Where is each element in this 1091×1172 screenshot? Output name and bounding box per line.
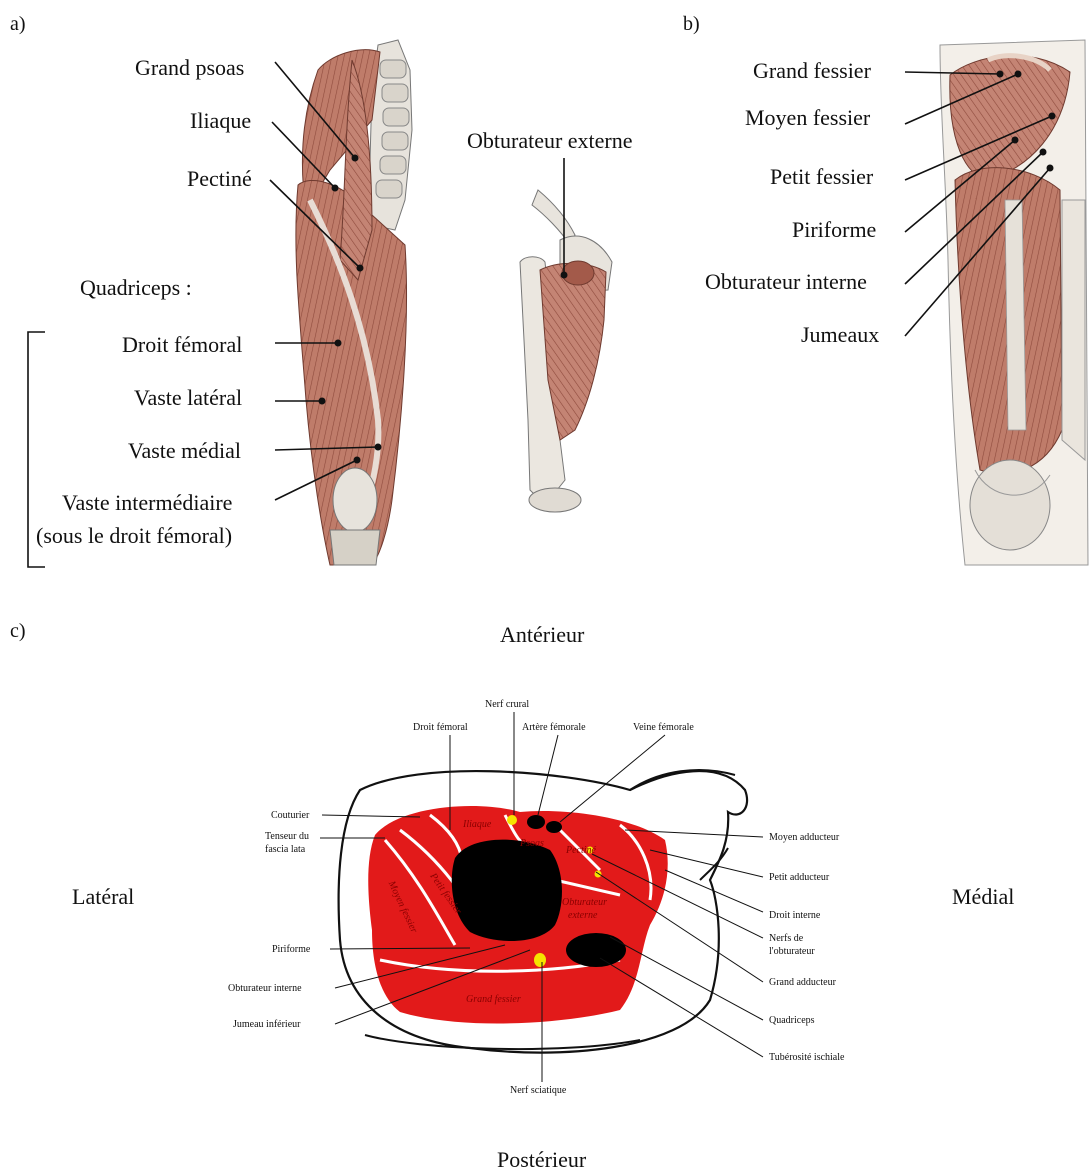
- label-obturateur-interne: Obturateur interne: [705, 269, 867, 294]
- label-iliaque: Iliaque: [190, 108, 251, 133]
- orientation-anterieur: Antérieur: [500, 622, 585, 647]
- label-jumeaux: Jumeaux: [801, 322, 879, 347]
- label-tenseur-2: fascia lata: [265, 844, 306, 855]
- label-droit-interne: Droit interne: [769, 910, 821, 921]
- label-grand-psoas: Grand psoas: [135, 55, 244, 80]
- label-couturier: Couturier: [271, 810, 310, 821]
- label-moyen-adducteur: Moyen adducteur: [769, 832, 840, 843]
- orientation-posterieur: Postérieur: [497, 1147, 587, 1172]
- label-vaste-medial: Vaste médial: [128, 438, 241, 463]
- orientation-lateral: Latéral: [72, 884, 134, 909]
- label-piriforme: Piriforme: [792, 217, 876, 242]
- panel-label-c: c): [10, 620, 26, 642]
- label-pectine: Pectiné: [187, 166, 252, 191]
- label-nerfs-obturateur-2: l'obturateur: [769, 946, 815, 957]
- label-nerf-sciatique: Nerf sciatique: [510, 1085, 567, 1096]
- inner-label-obturateur-externe-2: externe: [568, 910, 598, 921]
- label-veine-femorale: Veine fémorale: [633, 722, 694, 733]
- label-vaste-intermediaire-note: (sous le droit fémoral): [36, 523, 232, 548]
- label-vaste-lateral: Vaste latéral: [134, 385, 242, 410]
- label-grand-fessier: Grand fessier: [753, 58, 872, 83]
- femur-obturator-illustration: [520, 190, 612, 512]
- label-nerf-crural: Nerf crural: [485, 699, 529, 710]
- inner-label-grand-fessier: Grand fessier: [466, 994, 521, 1005]
- label-jumeau-inferieur: Jumeau inférieur: [233, 1019, 301, 1030]
- label-vaste-intermediaire: Vaste intermédiaire: [62, 490, 232, 515]
- label-tenseur-1: Tenseur du: [265, 831, 309, 842]
- label-c-piriforme: Piriforme: [272, 944, 311, 955]
- label-nerfs-obturateur-1: Nerfs de: [769, 933, 804, 944]
- panel-label-a: a): [10, 13, 26, 35]
- panel-label-b: b): [683, 13, 700, 35]
- inner-label-obturateur-externe-1: Obturateur: [562, 897, 607, 908]
- label-obturateur-externe: Obturateur externe: [467, 128, 633, 153]
- label-droit-femoral: Droit fémoral: [122, 332, 242, 357]
- inner-label-iliaque: Iliaque: [462, 819, 492, 830]
- label-artere-femorale: Artère fémorale: [522, 722, 586, 733]
- label-tuberosite: Tubérosité ischiale: [769, 1052, 845, 1063]
- label-quadriceps: Quadriceps :: [80, 275, 192, 300]
- label-petit-adducteur: Petit adducteur: [769, 872, 830, 883]
- label-c-droit-femoral: Droit fémoral: [413, 722, 468, 733]
- anterior-thigh-illustration: [296, 40, 412, 565]
- orientation-medial: Médial: [952, 884, 1014, 909]
- label-grand-adducteur: Grand adducteur: [769, 977, 837, 988]
- label-moyen-fessier: Moyen fessier: [745, 105, 871, 130]
- posterior-hip-illustration: [940, 40, 1088, 565]
- label-c-obturateur-interne: Obturateur interne: [228, 983, 302, 994]
- inner-label-psoas: Psoas: [519, 838, 544, 849]
- label-c-quadriceps: Quadriceps: [769, 1015, 815, 1026]
- label-petit-fessier: Petit fessier: [770, 164, 874, 189]
- inner-label-pectine: Pectiné: [565, 845, 597, 856]
